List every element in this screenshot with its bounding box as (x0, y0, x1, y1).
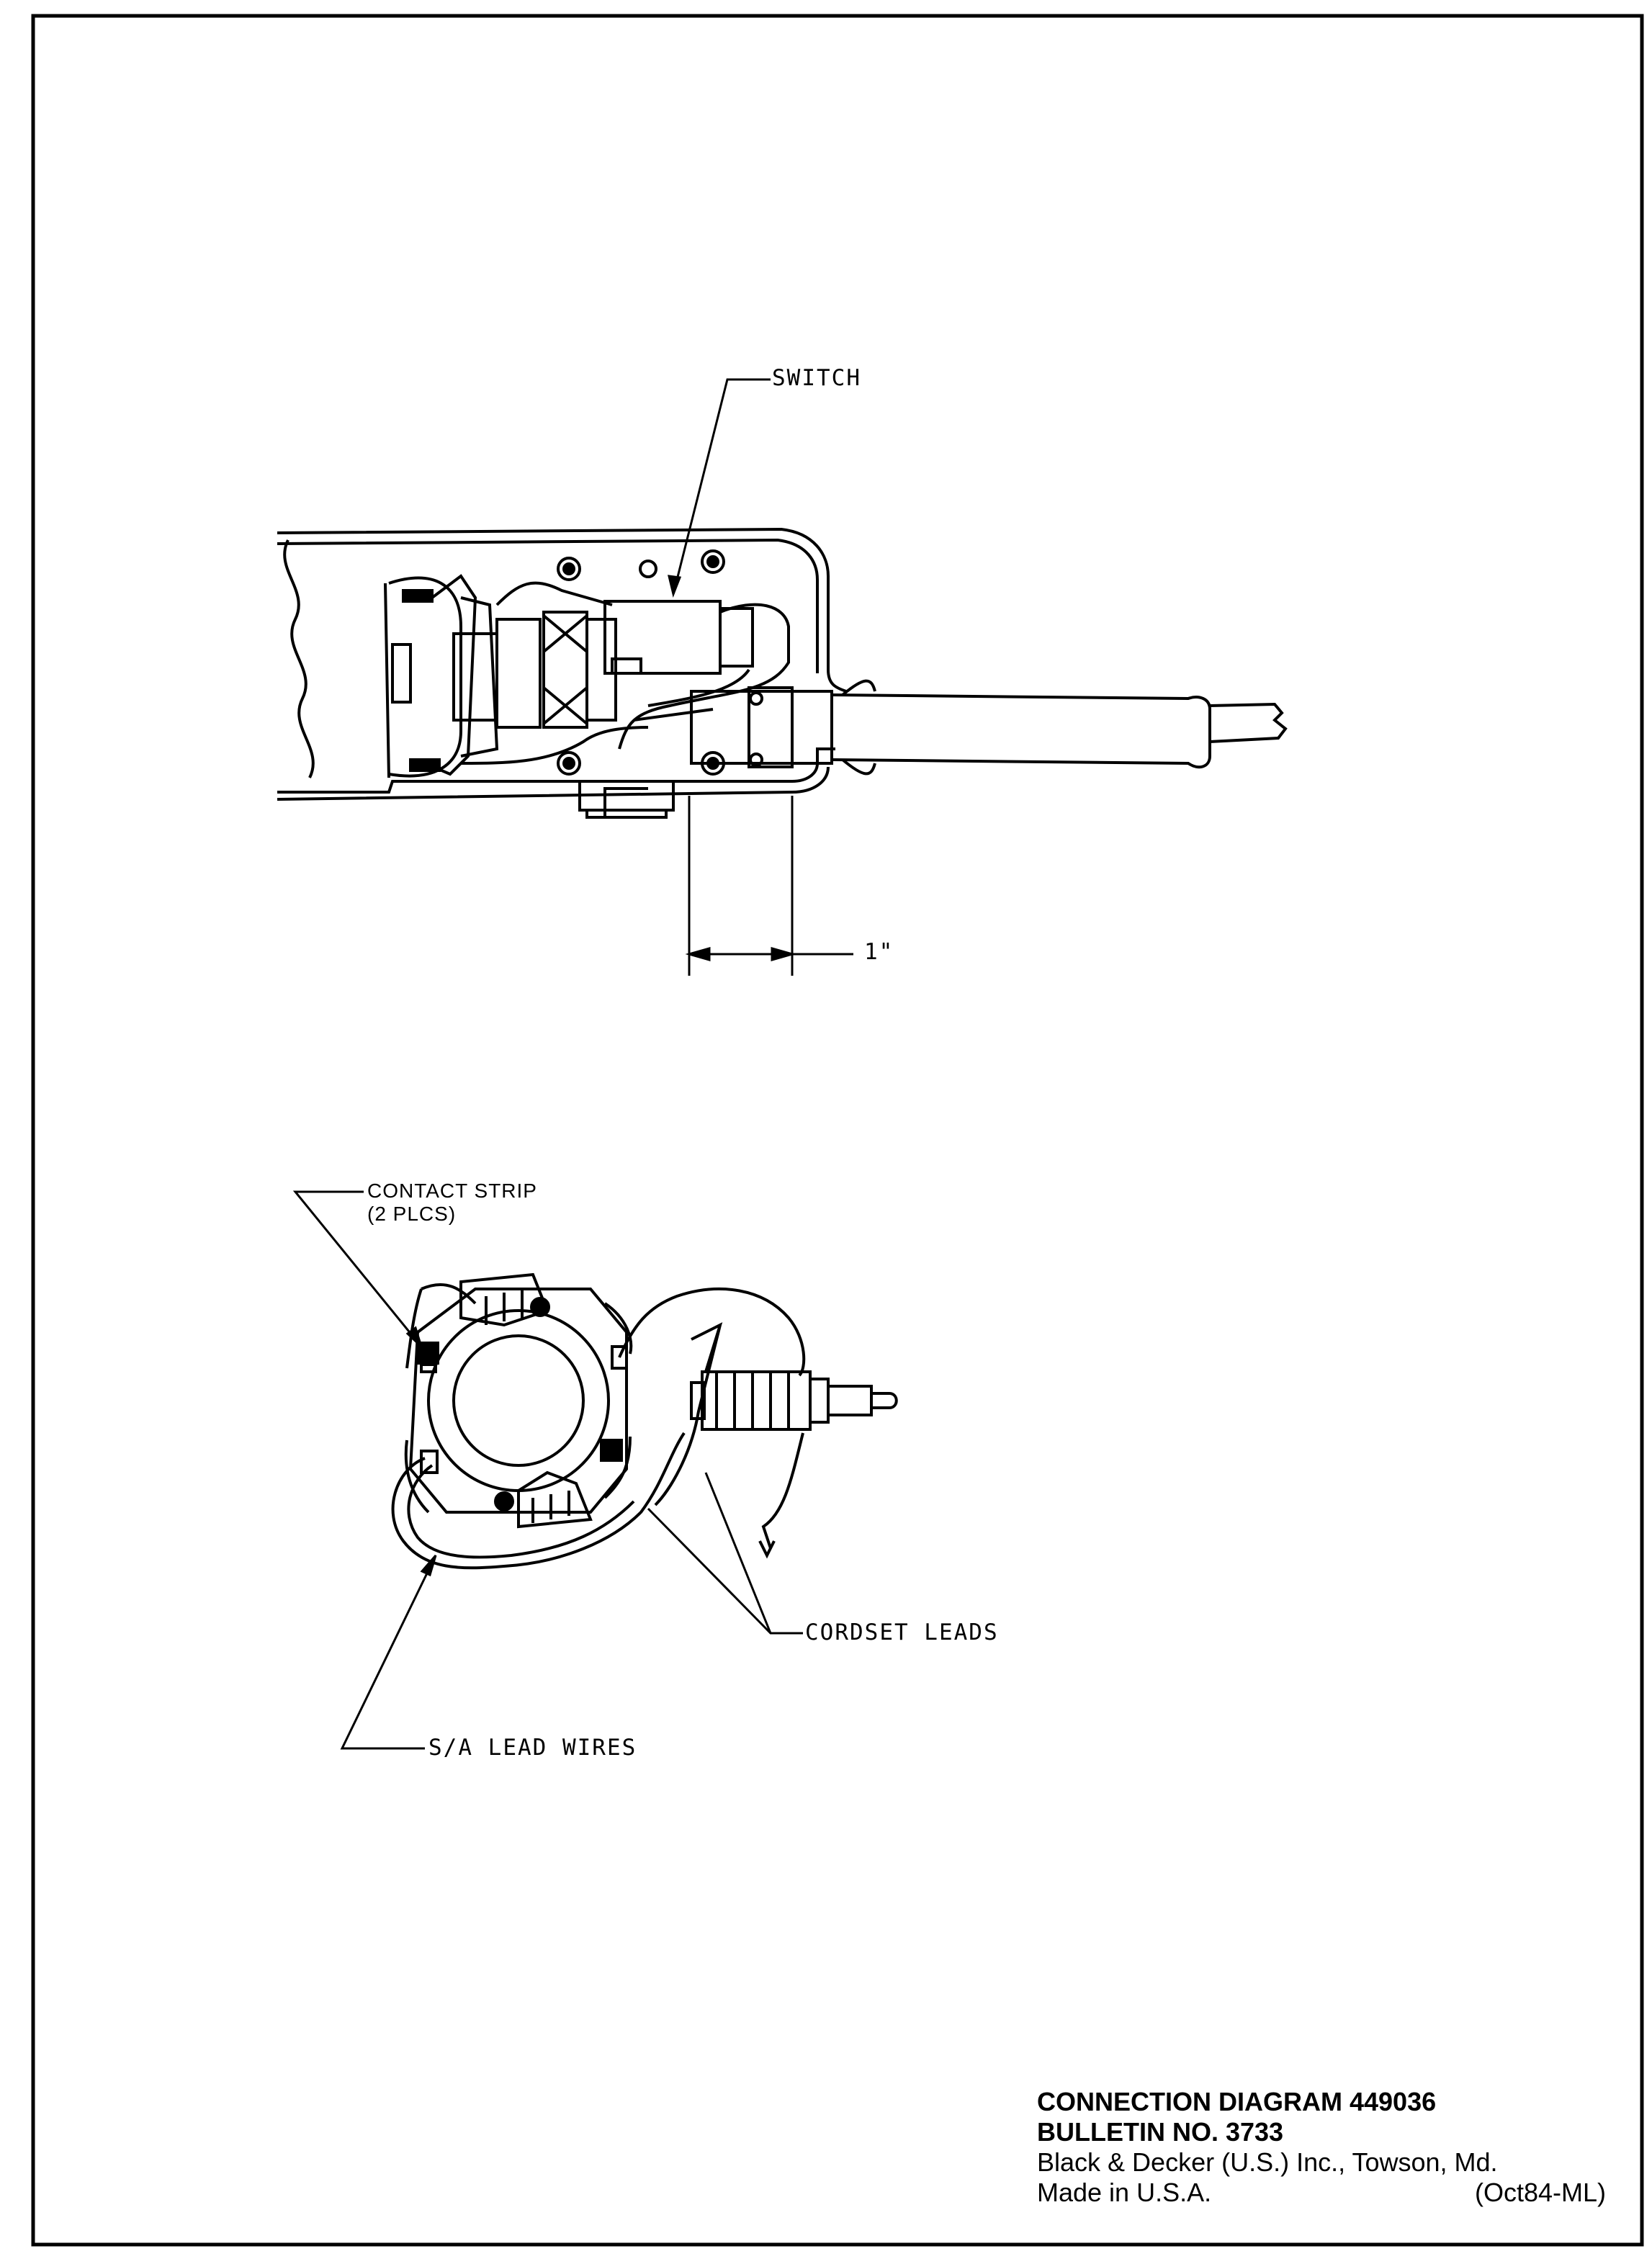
company-line: Black & Decker (U.S.) Inc., Towson, Md. (1037, 2147, 1498, 2177)
brush-holder-bottom (517, 1470, 593, 1529)
bearing-icon (542, 611, 617, 729)
housing-outline (277, 527, 847, 693)
switch-leader (668, 378, 771, 598)
cordset-leads-leader (647, 1472, 803, 1635)
contact-strip-label-line1: CONTACT STRIP (367, 1180, 537, 1202)
switch-label: SWITCH (772, 365, 861, 391)
break-line (283, 539, 315, 778)
origin: Made in U.S.A. (1037, 2178, 1212, 2207)
cordset-leads-label: CORDSET LEADS (805, 1620, 999, 1645)
bottom-clip (578, 781, 675, 819)
date-code: (Oct84-ML) (1474, 2178, 1606, 2207)
field-assembly-view (391, 1272, 898, 1570)
origin-row: Made in U.S.A. (Oct84-ML) (1037, 2178, 1606, 2208)
handle-section-view (277, 527, 1288, 819)
contact-strip-label: CONTACT STRIP (2 PLCS) (367, 1180, 537, 1226)
sa-lead-wires-leader (340, 1555, 437, 1750)
contact-strip-right (600, 1439, 623, 1462)
rotor-bore (427, 1309, 610, 1492)
dimension-label: 1" (864, 939, 894, 965)
commutator-assembly (384, 576, 462, 778)
bulletin-number: BULLETIN NO. 3733 (1037, 2117, 1284, 2147)
sheet-border (31, 14, 1644, 2247)
toggle-switch (690, 1370, 898, 1431)
dimension-1-inch (685, 796, 853, 976)
sa-lead-wires-label: S/A LEAD WIRES (428, 1735, 637, 1761)
switch-body (603, 600, 722, 675)
title-block: CONNECTION DIAGRAM 449036 BULLETIN NO. 3… (1037, 2087, 1606, 2208)
strain-relief (690, 690, 794, 765)
brush-holder-top (459, 1272, 549, 1327)
cord (1209, 702, 1288, 743)
cordset-leads (654, 1322, 804, 1549)
diagram-title: CONNECTION DIAGRAM 449036 (1037, 2087, 1437, 2116)
sa-lead-wires (391, 1288, 806, 1570)
contact-strip-leader (292, 1190, 424, 1351)
contact-strip-label-line2: (2 PLCS) (367, 1203, 457, 1226)
screw-icons (557, 549, 763, 776)
